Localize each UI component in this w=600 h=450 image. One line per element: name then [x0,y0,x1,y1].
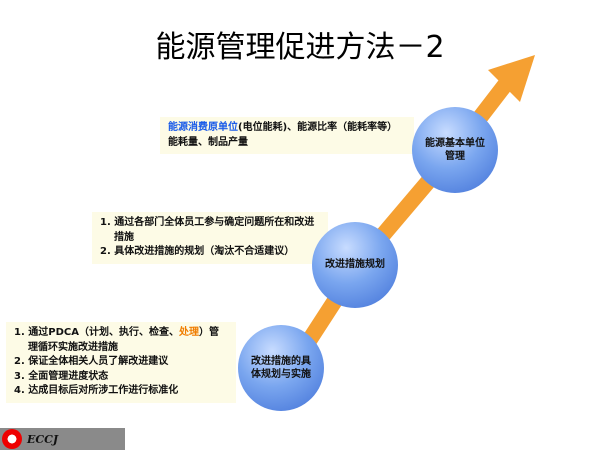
step-circle-2: 改进措施规划 [312,222,398,308]
logo-text: ECCJ [27,433,59,446]
eccj-logo-icon [2,429,22,449]
list-item: 1. 通过PDCA（计划、执行、检查、处理）管理循环实施改进措施 [14,326,228,355]
step-circle-1: 能源基本单位管理 [412,107,498,193]
text-box-3: 1. 通过PDCA（计划、执行、检查、处理）管理循环实施改进措施 2. 保证全体… [6,322,236,403]
list-item: 2. 保证全体相关人员了解改进建议 [14,356,169,367]
highlight-text: 能源消费原单位 [168,122,238,133]
circle-label: 改进措施规划 [325,259,385,271]
list-item: 4. 达成目标后对所涉工作进行标准化 [14,385,179,396]
text: ）管理循环实施改进措施 [28,327,219,353]
highlight-text: 处理 [178,327,199,338]
slide-title: 能源管理促进方法－2 [155,30,445,65]
list-item: 1. 通过各部门全体员工参与确定问题所在和改进措施 [100,217,315,243]
footer-bar [0,428,125,450]
circle-label: 改进措施的具体规划与实施 [251,355,311,381]
arrow-head [488,55,535,102]
list-item: 2. 具体改进措施的规划（淘汰不合适建议） [100,246,295,257]
text-line: (电位能耗)、能源比率（能耗率等） [238,122,398,133]
text-box-2: 1. 通过各部门全体员工参与确定问题所在和改进措施 2. 具体改进措施的规划（淘… [92,212,328,264]
text-line: 能耗量、制品产量 [168,136,248,148]
step-circle-3: 改进措施的具体规划与实施 [238,325,324,411]
circle-label: 能源基本单位管理 [425,137,485,163]
text: 1. 通过PDCA（计划、执行、检查、 [14,327,179,338]
text-box-1: 能源消费原单位(电位能耗)、能源比率（能耗率等） 能耗量、制品产量 [160,117,414,154]
list-item: 3. 全面管理进度状态 [14,370,109,382]
